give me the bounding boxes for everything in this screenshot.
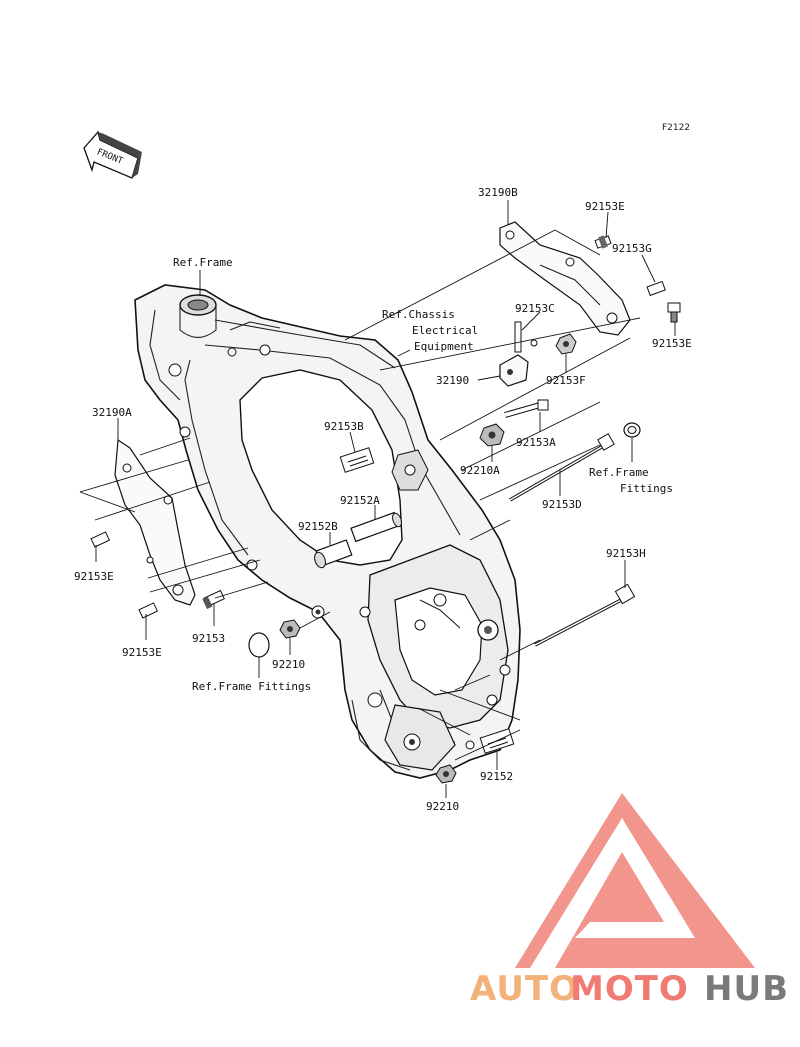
ref-electrical: Electrical (412, 324, 478, 337)
bracket-32190 (499, 354, 529, 387)
ref-chassis: Ref.Chassis (382, 308, 455, 321)
label-92152A: 92152A (340, 494, 380, 507)
label-92153E-top: 92153E (585, 200, 625, 213)
label-32190A: 32190A (92, 406, 132, 419)
label-32190: 32190 (436, 374, 469, 387)
spacer-92152A (350, 511, 402, 543)
bolt-92153 (202, 589, 225, 609)
bracket-32190B (499, 221, 631, 336)
bolt-92153A (504, 399, 549, 418)
fitting-disc-left (248, 632, 270, 658)
nut-92210 (279, 619, 301, 639)
label-92153C: 92153C (515, 302, 555, 315)
label-92153E-right: 92153E (652, 337, 692, 350)
reference-labels: Ref.Frame Ref.Chassis Electrical Equipme… (173, 256, 673, 693)
label-92152B: 92152B (298, 520, 338, 533)
label-92210A: 92210A (460, 464, 500, 477)
part-labels: 32190B 92153E 92153G 92153C 92153E 32190… (74, 186, 692, 813)
ref-frame-fittings-left: Ref.Frame Fittings (192, 680, 311, 693)
label-92153F: 92153F (546, 374, 586, 387)
label-92153E-left: 92153E (74, 570, 114, 583)
bracket-32190A (114, 438, 196, 606)
label-92153E-bottom: 92153E (122, 646, 162, 659)
nut-92153F (555, 333, 577, 355)
bolt-92153E-right (667, 302, 681, 323)
bolt-92153H (534, 583, 636, 647)
bolt-92153G (646, 280, 666, 297)
pin-92153C (514, 321, 522, 353)
nut-92210A (479, 423, 505, 447)
label-92210: 92210 (272, 658, 305, 671)
label-92152: 92152 (480, 770, 513, 783)
label-32190B: 32190B (478, 186, 518, 199)
ref-equipment: Equipment (414, 340, 474, 353)
label-92210-bottom: 92210 (426, 800, 459, 813)
automotohub-logo (515, 793, 755, 968)
leader-lines (79, 200, 676, 798)
nut-92210-bottom (435, 764, 457, 784)
label-92153D: 92153D (542, 498, 582, 511)
ref-fittings-right: Fittings (620, 482, 673, 495)
label-92153: 92153 (192, 632, 225, 645)
spacer-92152B (314, 539, 353, 569)
label-92153H: 92153H (606, 547, 646, 560)
bolt-92153E-bottom (138, 602, 159, 619)
label-92153A: 92153A (516, 436, 556, 449)
diagram-code: F2122 (662, 123, 690, 133)
bolt-92153E-left (90, 531, 111, 548)
bolt-92153D (509, 433, 615, 502)
ref-frame: Ref.Frame (173, 256, 233, 269)
logo-text-hub: HUB (704, 969, 789, 1009)
label-92153B: 92153B (324, 420, 364, 433)
fitting-ring-right (623, 422, 641, 438)
bolt-92153E-top (594, 235, 612, 249)
ref-frame-fittings-right: Ref.Frame (589, 466, 649, 479)
label-92153G: 92153G (612, 242, 652, 255)
logo-text-auto: AUTO (470, 969, 579, 1009)
collar-92153B (339, 447, 375, 473)
front-arrow-icon: FRONT (83, 130, 142, 179)
logo-text-moto: MOTO (570, 969, 689, 1009)
